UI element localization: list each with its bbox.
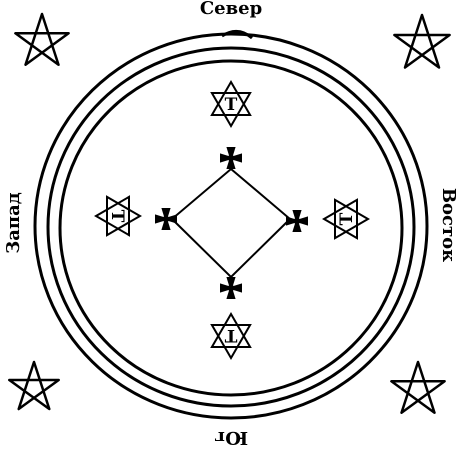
hexagram-seal-right: T (322, 198, 370, 240)
hexagram-seal-bottom: T (210, 312, 252, 360)
hexagram-triangle-up (322, 198, 358, 240)
hexagram-triangle-up (210, 80, 252, 116)
direction-north-label: Север (199, 0, 263, 19)
hexagram-triangle-down (210, 312, 252, 348)
seal-letter: T (107, 210, 127, 223)
cross-pattee-icon-bottom (220, 277, 242, 299)
pentagram-icon-top-right (393, 13, 451, 69)
ring-head-loop (221, 30, 253, 40)
cross-pattee-icon-top (220, 147, 242, 169)
center-diamond (170, 167, 292, 279)
seal-letter: T (337, 212, 357, 225)
ring-inner (58, 59, 404, 397)
hexagram-seal-top: T (210, 80, 252, 128)
seal-letter: T (225, 95, 238, 115)
cross-pattee-icon-right (286, 210, 308, 232)
hexagram-triangle-down (94, 195, 130, 237)
hexagram-triangle-down (210, 92, 252, 128)
pentagram-icon-bottom-right (390, 360, 446, 414)
seal-letter: T (224, 325, 237, 345)
hexagram-triangle-down (334, 198, 370, 240)
cross-pattee-icon-left (155, 208, 177, 230)
corner-pentagrams (8, 12, 451, 414)
hexagram-triangle-up (106, 195, 142, 237)
hexagram-seal-left: T (94, 195, 142, 237)
pentagram-icon-bottom-left (8, 360, 60, 411)
diamond-crosses (155, 147, 308, 299)
hexagram-triangle-up (210, 324, 252, 360)
ring-middle (46, 46, 416, 408)
hexagram-seals: T T T T (94, 80, 370, 360)
ring-outer (33, 32, 429, 420)
outer-rings (33, 30, 429, 420)
pentagram-icon-top-left (14, 12, 70, 66)
